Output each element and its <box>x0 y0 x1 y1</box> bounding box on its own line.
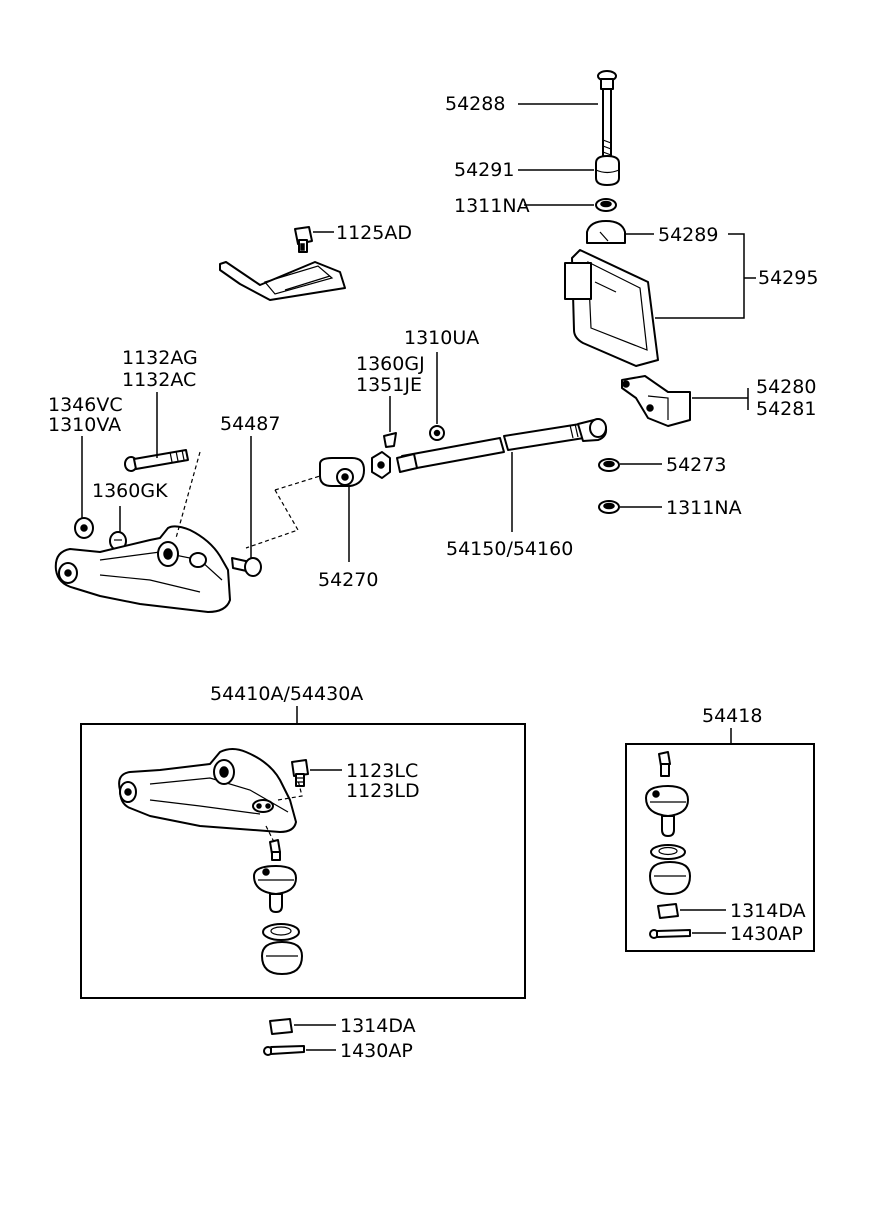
nut-1310ua <box>429 425 445 441</box>
label-1360gk: 1360GK <box>92 480 168 502</box>
label-54295: 54295 <box>758 267 818 289</box>
cotter-pin-1430ap-right <box>649 929 691 939</box>
label-1346vc: 1346VC <box>48 394 123 416</box>
label-1351je: 1351JE <box>356 374 422 396</box>
part-labels: 54288 54291 1311NA 1125AD 54289 54295 13… <box>48 93 818 1062</box>
nut-1314da-right <box>657 903 679 919</box>
label-1360gj: 1360GJ <box>356 353 425 375</box>
cotter-pin-1430ap-bottom <box>263 1045 305 1056</box>
ball-joint-54418 <box>645 751 691 895</box>
label-54280: 54280 <box>756 376 816 398</box>
washer-plate <box>371 451 391 479</box>
bushing-54289 <box>586 220 626 244</box>
bracket-54295 <box>564 249 659 367</box>
label-1125ad: 1125AD <box>336 222 412 244</box>
bushing-54270 <box>319 457 365 487</box>
upper-arm-left <box>54 525 231 613</box>
label-54281: 54281 <box>756 398 816 420</box>
nut-1311na-mid <box>598 500 620 514</box>
label-1123lc: 1123LC <box>346 760 418 782</box>
label-54410a-54430a: 54410A/54430A <box>210 683 363 705</box>
label-1314da-bottom: 1314DA <box>340 1015 416 1037</box>
label-1310ua: 1310UA <box>404 327 479 349</box>
nut-1314da-bottom <box>269 1018 293 1035</box>
label-1430ap-bottom: 1430AP <box>340 1040 413 1062</box>
label-54270: 54270 <box>318 569 378 591</box>
label-1310va: 1310VA <box>48 414 121 436</box>
leader-lines <box>81 103 756 1051</box>
label-54487: 54487 <box>220 413 280 435</box>
label-54291: 54291 <box>454 159 514 181</box>
label-54289: 54289 <box>658 224 718 246</box>
shaft-54150 <box>396 418 608 473</box>
bracket-54280 <box>621 375 691 427</box>
label-1430ap-right: 1430AP <box>730 923 803 945</box>
label-54288: 54288 <box>445 93 505 115</box>
label-1311na-top: 1311NA <box>454 195 530 217</box>
bolt-1123lc <box>291 759 309 787</box>
label-1132ac: 1132AC <box>122 369 196 391</box>
label-1314da-right: 1314DA <box>730 900 806 922</box>
washer-1346vc <box>74 517 94 539</box>
label-1123ld: 1123LD <box>346 780 420 802</box>
label-1311na-mid: 1311NA <box>666 497 742 519</box>
label-54418: 54418 <box>702 705 762 727</box>
bolt-1132ag <box>124 449 189 472</box>
bolt-54487 <box>231 557 262 577</box>
label-54273: 54273 <box>666 454 726 476</box>
bushing-54291 <box>595 155 620 186</box>
nut-1311na-top <box>595 198 617 212</box>
washer-1360gj <box>383 432 397 448</box>
washer-54273 <box>598 458 620 472</box>
ball-joint-assembly <box>253 839 303 975</box>
bolt-1125ad <box>294 226 313 253</box>
label-54150-54160: 54150/54160 <box>446 538 573 560</box>
upper-arm-assembly <box>118 748 297 833</box>
assembly-box-54418 <box>625 743 815 952</box>
assembly-box-54410a <box>80 723 526 999</box>
dashed-guides <box>175 451 321 843</box>
skid-plate <box>219 261 346 301</box>
label-1132ag: 1132AG <box>122 347 198 369</box>
